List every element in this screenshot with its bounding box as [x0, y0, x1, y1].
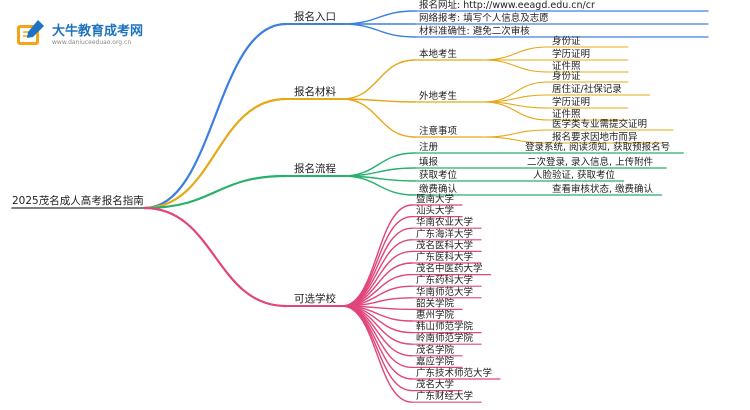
child-label: 获取考位: [419, 169, 458, 181]
child-label: 注意事项: [419, 125, 458, 137]
child-label: 华南农业大学: [416, 216, 473, 228]
branch-connector: [143, 174, 288, 210]
branch-label: 可选学校: [294, 292, 336, 305]
child-detail: 二次登录, 录入信息, 上传附件: [527, 156, 654, 168]
branch-connector: [143, 206, 288, 308]
leaf-label: 证件照: [552, 60, 581, 72]
site-logo: 大牛教育成考网 www.daniuceeduao.org.cn: [14, 14, 143, 54]
child-label: 韩山师范学院: [416, 321, 474, 333]
root-label: 2025茂名成人高考报名指南: [12, 194, 144, 207]
leaf-label: 学历证明: [552, 96, 590, 108]
child-connector: [341, 10, 416, 25]
child-label: 广东财经大学: [416, 390, 473, 402]
logo-url: www.daniuceeduao.org.cn: [52, 39, 132, 46]
child-label: 材料准确性: 避免二次审核: [419, 25, 530, 37]
child-connector: [341, 305, 413, 403]
leaf-label: 身份证: [552, 35, 581, 47]
child-connector: [341, 59, 416, 100]
child-detail: 人脸验证, 获取考位: [533, 169, 616, 181]
leaf-label: 居住证/社保记录: [552, 83, 622, 95]
leaf-connector: [482, 129, 549, 138]
leaf-connector: [482, 101, 549, 121]
child-label: 注册: [419, 141, 439, 153]
child-label: 外地考生: [419, 90, 458, 102]
child-label: 茂名中医药大学: [416, 263, 483, 275]
leaf-connector: [482, 46, 549, 61]
leaf-label: 学历证明: [552, 48, 590, 60]
child-connector: [341, 23, 416, 38]
child-label: 惠州学院: [416, 309, 455, 321]
child-label: 茂名大学: [416, 379, 454, 391]
branch-connector: [143, 97, 288, 210]
child-connector: [341, 215, 413, 307]
leaf-connector: [482, 59, 549, 73]
child-connector: [341, 98, 416, 138]
child-connector: [341, 98, 416, 103]
child-label: 汕头大学: [416, 205, 454, 217]
leaf-label: 医学类专业需提交证明: [552, 118, 647, 130]
leaf-label: 身份证: [552, 70, 581, 82]
branch-label: 报名材料: [294, 85, 336, 98]
leaf-label: 证件照: [552, 108, 581, 120]
child-detail: 登录系统, 阅读须知, 获取预报名号: [525, 141, 670, 153]
branch-label: 报名入口: [294, 10, 336, 23]
child-label: 暨南大学: [416, 193, 454, 205]
child-label: 广东药科大学: [416, 274, 473, 286]
child-label: 广东海洋大学: [416, 228, 473, 240]
child-label: 缴费确认: [419, 183, 458, 195]
child-label: 韶关学院: [416, 297, 455, 309]
leaf-connector: [482, 136, 549, 144]
child-label: 报名网址: http://www.eeagd.edu.cn/cr: [419, 0, 595, 11]
child-label: 茂名医科大学: [416, 239, 473, 251]
child-connector: [341, 227, 413, 307]
child-label: 茂名学院: [416, 344, 455, 356]
child-detail: 查看审核状态, 缴费确认: [552, 183, 654, 195]
child-label: 广东技术师范大学: [416, 367, 492, 379]
child-connector: [341, 305, 413, 369]
child-connector: [341, 305, 413, 345]
child-label: 嘉应学院: [416, 355, 455, 367]
child-label: 广东医科大学: [416, 251, 473, 263]
child-label: 华南师范大学: [416, 286, 473, 298]
child-label: 网络报考: 填写个人信息及志愿: [419, 12, 549, 24]
book-pencil-icon: [17, 20, 44, 45]
child-label: 填报: [419, 156, 439, 168]
child-label: 岭南师范学院: [416, 332, 474, 344]
branch-connector: [143, 22, 288, 210]
leaf-label: 报名要求因地市而异: [552, 131, 638, 143]
child-label: 本地考生: [419, 48, 458, 60]
logo-name: 大牛教育成考网: [52, 24, 144, 39]
child-connector: [341, 175, 416, 196]
branch-label: 报名流程: [294, 162, 336, 175]
child-connector: [341, 262, 413, 307]
